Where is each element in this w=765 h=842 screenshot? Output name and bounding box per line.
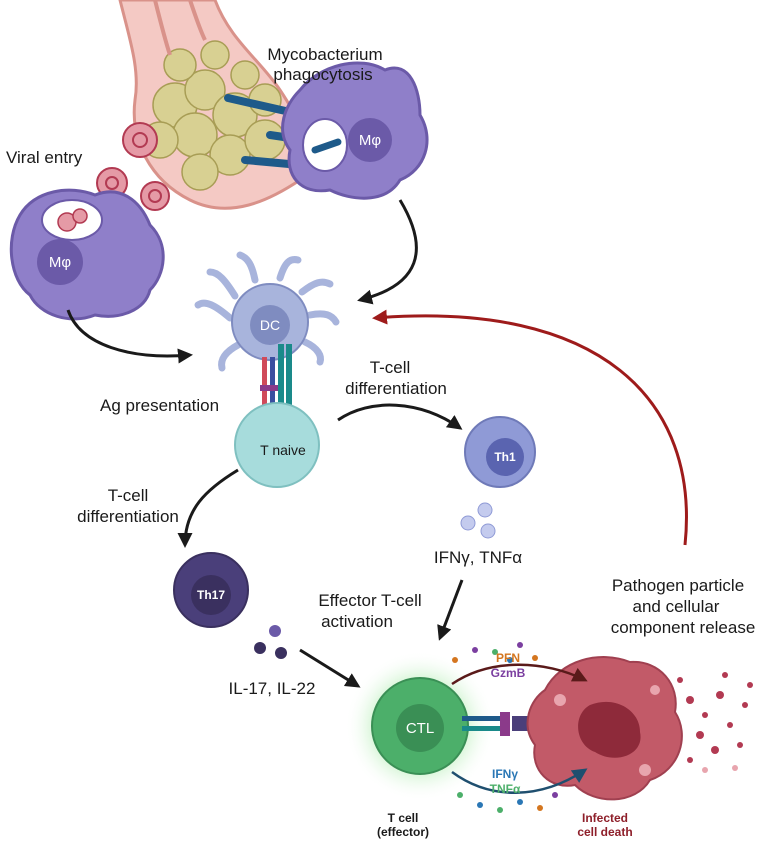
effector-label-line2: activation [321, 612, 393, 631]
infected-cell [526, 656, 683, 801]
arrow-tnaive-to-th17 [177, 468, 239, 548]
th1-label: Th1 [494, 450, 516, 464]
arrow-th1-to-ctl [437, 579, 464, 641]
arrow-viral-to-dc [66, 309, 193, 364]
virus-particles [96, 122, 170, 211]
tcell-diff-right-line2: differentiation [345, 379, 447, 398]
macrophage-left: Mφ [9, 188, 165, 321]
ifng-label: IFNγ [492, 767, 518, 781]
ctl-label: CTL [406, 720, 434, 737]
arrow-feedback-to-dc [372, 309, 688, 546]
arrow-ctl-to-infected-bottom [451, 768, 588, 794]
arrow-th17-to-ctl [299, 648, 361, 688]
ctl-cell: CTL [345, 651, 495, 801]
th17-label: Th17 [197, 588, 225, 602]
effector-label-line1: Effector T-cell [318, 591, 421, 610]
ag-presentation-label: Ag presentation [100, 396, 219, 415]
text-labels: Mycobacterium phagocytosis Viral entry A… [6, 45, 755, 839]
pathogen-label-line1: Pathogen particle [612, 576, 744, 595]
cytokine-dots [452, 642, 558, 813]
gzmb-label: GzmB [491, 666, 526, 680]
mhc-tcr-receptors [260, 344, 292, 407]
mycobacterium-label-line2: phagocytosis [273, 65, 372, 84]
t-naive-cell: T naive [234, 402, 320, 488]
lung-alveoli-illustration [118, 0, 310, 210]
ifng-tnfa-label: IFNγ, TNFα [434, 548, 522, 567]
infected-label-line2: cell death [577, 825, 632, 839]
tcell-diff-right-line1: T-cell [370, 358, 411, 377]
t-naive-label: T naive [260, 442, 306, 458]
th17-cell: Th17 [173, 552, 287, 659]
immune-synapse-receptors [462, 712, 528, 736]
pathogen-label-line2: and cellular [633, 597, 720, 616]
il17-il22-label: IL-17, IL-22 [229, 679, 316, 698]
macrophage-top: Mφ [281, 61, 429, 200]
th1-cell: Th1 [460, 416, 536, 539]
pathogen-label-line3: component release [611, 618, 756, 637]
macrophage-top-label: Mφ [359, 132, 381, 149]
tcell-diff-left-line1: T-cell [108, 486, 149, 505]
viral-entry-label: Viral entry [6, 148, 83, 167]
arrow-tnaive-to-th1 [337, 403, 463, 430]
tcell-effector-line2: (effector) [377, 825, 429, 839]
infected-label-line1: Infected [582, 811, 628, 825]
arrow-ctl-to-infected-top [451, 663, 588, 686]
dendritic-cell: DC [194, 251, 340, 372]
pfn-label: PFN [496, 651, 520, 665]
tnfa-label: TNFα [490, 782, 521, 796]
mycobacterium-label-line1: Mycobacterium [267, 45, 382, 64]
arrow-mtb-to-dc [357, 199, 418, 305]
tcell-diff-left-line2: differentiation [77, 507, 179, 526]
tcell-effector-line1: T cell [388, 811, 419, 825]
arrows [66, 199, 688, 794]
released-particles [677, 672, 753, 773]
dc-label: DC [260, 317, 280, 333]
macrophage-left-label: Mφ [49, 254, 71, 271]
